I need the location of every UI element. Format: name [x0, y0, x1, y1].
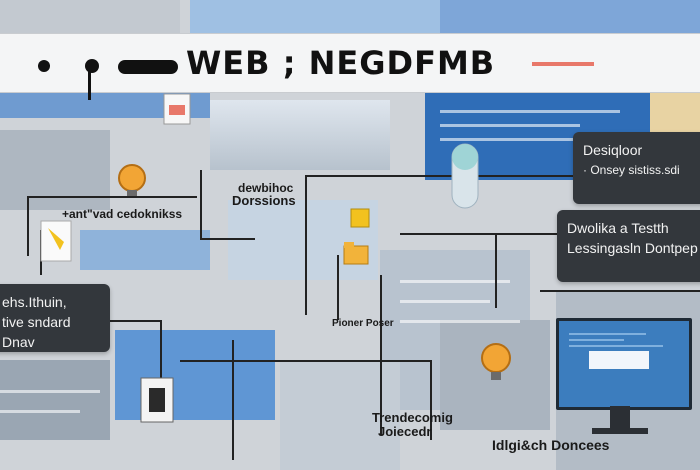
ink-splash-icon [38, 59, 178, 100]
connector-line [380, 275, 382, 435]
bg-stripe [440, 110, 620, 113]
callout-testing-subtitle: Lessingasln Dontpep [567, 240, 698, 256]
connector-line [27, 196, 29, 256]
connector-line [400, 233, 560, 235]
monitor-content [559, 321, 689, 359]
callout-design-subtitle: · Onsey sistiss.sdi [583, 163, 680, 177]
label-idlgieh: Idlgi&ch Doncees [492, 437, 610, 453]
connector-line [337, 255, 339, 320]
monitor-base [592, 428, 648, 434]
callout-standard-title: ehs.Ithuin, [2, 294, 67, 310]
folder-icon [343, 242, 369, 265]
bg-stripe [440, 124, 580, 127]
bg-stripe [0, 390, 100, 393]
label-trendecomig: Trendecomig [372, 410, 453, 425]
connector-line [232, 340, 234, 460]
connector-line [540, 290, 700, 292]
connector-line [27, 196, 197, 198]
label-dewbihoc: dewbihoc [238, 181, 294, 195]
lightbulb-icon [118, 164, 146, 196]
bg-panel-top-left [0, 0, 180, 34]
document-icon [163, 93, 191, 125]
lightbulb-icon [481, 343, 511, 380]
bg-stripe [400, 280, 510, 283]
device-icon [140, 377, 174, 423]
monitor-dialog [589, 351, 649, 369]
bg-panel-mid-left-blue [80, 230, 210, 270]
bg-stripe [0, 410, 80, 413]
bg-panel-cityscape [210, 100, 390, 170]
bg-panel-left-grey [0, 130, 110, 210]
callout-testing: Dwolika a Testth Lessingasln Dontpep [557, 210, 700, 282]
label-dorsions: Dorssions [232, 193, 296, 208]
label-joiecedr: Joiecedr [378, 424, 432, 439]
callout-design: Desiqloor · Onsey sistiss.sdi [573, 132, 700, 204]
tag-icon [350, 208, 370, 228]
connector-line [200, 170, 202, 240]
connector-line [160, 320, 162, 390]
label-antvsed: +ant"vad cedoknikss [62, 207, 183, 221]
connector-line [200, 238, 255, 240]
bg-stripe [440, 138, 600, 141]
capsule-icon [451, 143, 479, 209]
pencil-note-icon [40, 220, 72, 262]
connector-line [305, 175, 575, 177]
page-title: WEB ; NEGDFMB [186, 44, 496, 82]
callout-testing-title: Dwolika a Testth [567, 220, 669, 236]
bg-panel-top-mid [190, 0, 440, 34]
callout-standard-subtitle: tive sndard Dnav [2, 314, 71, 350]
bg-stripe [400, 320, 520, 323]
bg-panel-right-beige [650, 92, 700, 132]
monitor-stand [610, 406, 630, 428]
bg-panel-top-right [440, 0, 700, 34]
accent-dash [532, 62, 594, 66]
connector-line [305, 175, 307, 315]
bg-stripe [400, 300, 490, 303]
monitor-screen [556, 318, 692, 410]
connector-line [495, 233, 497, 308]
callout-design-title: Desiqloor [583, 142, 643, 158]
label-pioneer: Pioner Poser [332, 318, 394, 329]
connector-line [430, 360, 432, 440]
bg-panel-bottom-left [0, 360, 110, 440]
connector-line [110, 320, 160, 322]
connector-line [180, 360, 430, 362]
callout-standard: ehs.Ithuin, tive sndard Dnav [0, 284, 110, 352]
